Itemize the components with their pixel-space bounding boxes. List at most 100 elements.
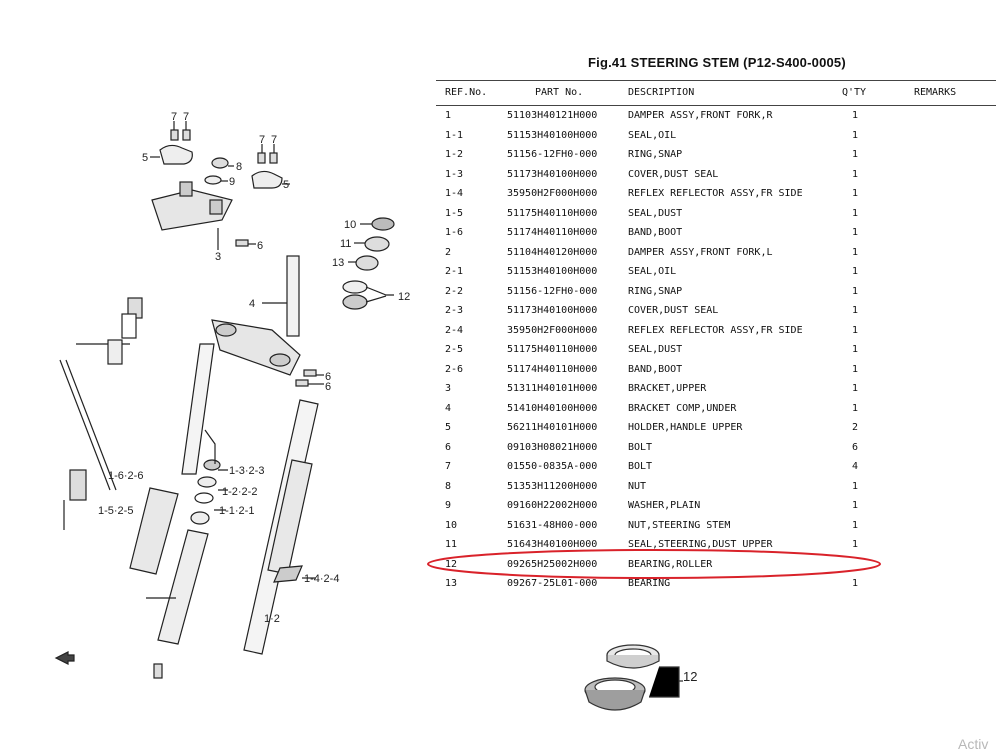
description-cell: BOLT	[628, 461, 653, 472]
table-header: REF.No. PART No. DESCRIPTION Q'TY REMARK…	[436, 80, 996, 106]
qty-cell: 1	[852, 324, 859, 336]
ref-no-cell: 1-2	[445, 149, 464, 160]
qty-cell: 1	[852, 188, 859, 199]
label-7a: 7	[171, 111, 177, 123]
description-cell: DAMPER ASSY,FRONT FORK,R	[628, 110, 773, 121]
qty-cell: 1	[852, 227, 859, 238]
ref-no-cell: 2-2	[445, 285, 464, 297]
exploded-parts-diagram: 7 7 7 7 5 8 9 5 3 6 10 11 13 12 4 6 6 1-…	[54, 111, 410, 679]
label-6c: 6	[325, 381, 331, 393]
ref-no-cell: 4	[445, 402, 452, 414]
part-no-cell: 09267-25L01-000	[507, 578, 598, 589]
description-cell: REFLEX REFLECTOR ASSY,FR SIDE	[628, 188, 803, 199]
qty-cell: 1	[852, 207, 859, 219]
label-5b: 5	[283, 179, 289, 191]
part-no-cell: 51410H40100H000	[507, 402, 598, 414]
part-no-cell: 51153H40100H000	[507, 266, 598, 277]
ref-no-cell: 8	[445, 480, 452, 492]
qty-cell: 1	[852, 480, 859, 492]
description-cell: BEARING,ROLLER	[628, 558, 713, 570]
activation-watermark: Activ	[958, 736, 989, 752]
description-cell: SEAL,OIL	[628, 266, 677, 277]
part-no-cell: 09160H22002H000	[507, 500, 598, 511]
ref-no-cell: 2-6	[445, 363, 464, 375]
part-no-cell: 51643H40100H000	[507, 539, 598, 550]
description-cell: COVER,DUST SEAL	[628, 305, 719, 316]
ref-no-cell: 12	[445, 558, 458, 570]
label-7d: 7	[271, 134, 277, 146]
description-cell: BAND,BOOT	[628, 227, 683, 238]
part-no-cell: 01550-0835A-000	[507, 461, 598, 472]
ref-no-cell: 9	[445, 500, 452, 511]
table-row: 1 51103H40121H000 DAMPER ASSY,FRONT FORK,R…	[436, 106, 996, 126]
ref-no-cell: 1-1	[445, 129, 464, 141]
qty-cell: 1	[852, 578, 859, 589]
label-12: 12	[398, 291, 410, 303]
qty-cell: 1	[852, 305, 859, 316]
table-row: 13 09267-25L01-000 BEARING 1	[436, 574, 996, 594]
header-remarks: REMARKS	[914, 87, 957, 98]
figure-title: Fig.41 STEERING STEM (P12-S400-0005)	[588, 55, 846, 70]
ref-no-cell: 7	[445, 461, 452, 472]
part-no-cell: 51174H40110H000	[507, 227, 598, 238]
qty-cell: 1	[852, 383, 859, 394]
part-no-cell: 51156-12FH0-000	[507, 149, 598, 160]
label-1-2: 1·2	[264, 613, 280, 625]
table-row: 12 09265H25002H000 BEARING,ROLLER	[436, 555, 996, 575]
ref-no-cell: 5	[445, 422, 452, 433]
part-no-cell: 51174H40110H000	[507, 363, 598, 375]
inset-label-12: 12	[683, 669, 697, 684]
description-cell: REFLEX REFLECTOR ASSY,FR SIDE	[628, 324, 803, 336]
header-qty: Q'TY	[842, 87, 867, 98]
table-row: 7 01550-0835A-000 BOLT 4	[436, 457, 996, 477]
table-row: 1-4 35950H2F000H000 REFLEX REFLECTOR ASSY,…	[436, 184, 996, 204]
description-cell: SEAL,OIL	[628, 129, 677, 141]
qty-cell: 1	[852, 285, 859, 297]
description-cell: BEARING	[628, 578, 671, 589]
ref-no-cell: 2-4	[445, 324, 464, 336]
part-no-cell: 51175H40110H000	[507, 207, 598, 219]
description-cell: SEAL,DUST	[628, 207, 683, 219]
qty-cell: 1	[852, 266, 859, 277]
label-10: 10	[344, 219, 356, 231]
label-3: 3	[215, 251, 221, 263]
part-no-cell: 56211H40101H000	[507, 422, 598, 433]
qty-cell: 1	[852, 500, 859, 511]
qty-cell: 1	[852, 110, 859, 121]
part-no-cell: 35950H2F000H000	[507, 188, 598, 199]
part-no-cell: 51311H40101H000	[507, 383, 598, 394]
bearing-inset-image: 12	[584, 644, 697, 711]
ref-no-cell: 13	[445, 578, 458, 589]
qty-cell: 2	[852, 422, 859, 433]
part-no-cell: 09265H25002H000	[507, 558, 598, 570]
label-11: 11	[340, 238, 351, 250]
label-6b: 6	[325, 371, 331, 383]
table-body: 1 51103H40121H000 DAMPER ASSY,FRONT FORK,R…	[436, 106, 996, 594]
part-no-cell: 51103H40121H000	[507, 110, 598, 121]
ref-no-cell: 1-4	[445, 188, 464, 199]
description-cell: BAND,BOOT	[628, 363, 683, 375]
qty-cell: 1	[852, 539, 859, 550]
part-no-cell: 51175H40110H000	[507, 344, 598, 355]
description-cell: RING,SNAP	[628, 285, 683, 297]
description-cell: RING,SNAP	[628, 149, 683, 160]
label-7b: 7	[183, 111, 189, 123]
qty-cell: 4	[852, 461, 859, 472]
qty-cell: 6	[852, 441, 859, 453]
ref-no-cell: 6	[445, 441, 452, 453]
ref-no-cell: 2-5	[445, 344, 464, 355]
ref-no-cell: 10	[445, 519, 458, 531]
ref-no-cell: 1-3	[445, 168, 464, 180]
